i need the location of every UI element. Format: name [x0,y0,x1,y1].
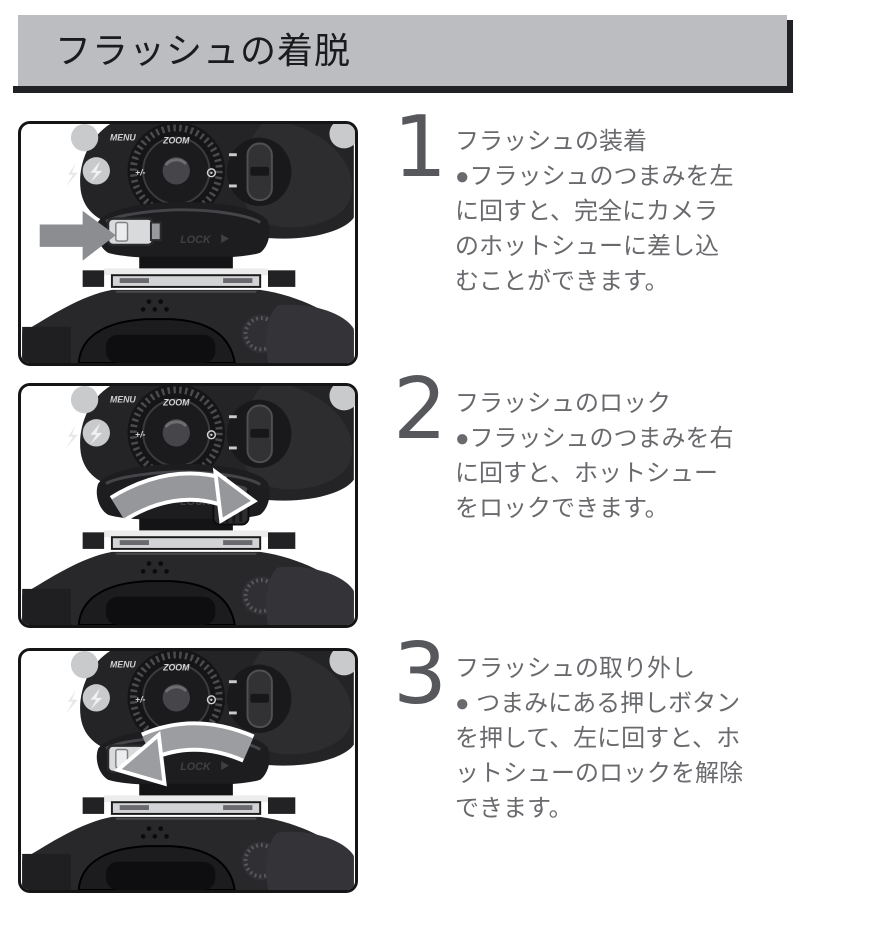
step-3-body: ● つまみにある押しボタン を押して、左に回すと、ホ ットシューのロックを解除 … [455,690,743,822]
step-1: 1 フラッシュの装着 ●フラッシュのつまみを左 に回すと、完全にカメラ のホット… [18,105,878,366]
steps-list: 1 フラッシュの装着 ●フラッシュのつまみを左 に回すと、完全にカメラ のホット… [18,105,878,893]
camera-flash-attach-illustration [21,124,355,363]
section-header: フラッシュの着脱 [13,15,793,93]
title-bar-shadow-bottom [13,86,792,93]
step-2-body: ●フラッシュのつまみを右 に回すと、ホットシュー をロックできます。 [455,425,734,522]
step-1-heading: フラッシュの装着 [455,128,647,155]
step-2-texts: フラッシュのロック ●フラッシュのつまみを右 に回すと、ホットシュー をロックで… [455,386,734,526]
step-1-number: 1 [393,98,448,197]
camera-flash-lock-illustration [21,386,355,625]
page-title: フラッシュの着脱 [55,29,352,71]
title-bar-shadow-right [787,20,793,93]
step-3-texts: フラッシュの取り外し ● つまみにある押しボタン を押して、左に回すと、ホ ット… [455,651,743,826]
step-1-body: ●フラッシュのつまみを左 に回すと、完全にカメラ のホットシューに差し込 むこと… [455,163,734,295]
camera-with-flash [22,651,355,890]
step-2-number: 2 [393,360,448,459]
step-2-photo [18,383,358,628]
step-3: 3 フラッシュの取り外し ● つまみにある押しボタン を押して、左に回すと、ホ … [18,632,878,893]
lock-lever [106,217,162,247]
step-2: 2 フラッシュのロック ●フラッシュのつまみを右 に回すと、ホットシュー をロッ… [18,367,878,628]
step-3-number: 3 [393,625,448,724]
step-1-info: 1 フラッシュの装着 ●フラッシュのつまみを左 に回すと、完全にカメラ のホット… [393,105,734,299]
section-title-bar: フラッシュの着脱 [18,15,787,86]
step-3-photo [18,648,358,893]
step-3-info: 3 フラッシュの取り外し ● つまみにある押しボタン を押して、左に回すと、ホ … [393,632,743,826]
camera-flash-remove-illustration [21,651,355,890]
camera-with-flash [22,386,355,625]
step-2-info: 2 フラッシュのロック ●フラッシュのつまみを右 に回すと、ホットシュー をロッ… [393,367,734,526]
step-3-heading: フラッシュの取り外し [455,655,695,682]
step-2-heading: フラッシュのロック [455,390,671,417]
step-1-texts: フラッシュの装着 ●フラッシュのつまみを左 に回すと、完全にカメラ のホットシュ… [455,124,734,299]
step-1-photo [18,121,358,366]
